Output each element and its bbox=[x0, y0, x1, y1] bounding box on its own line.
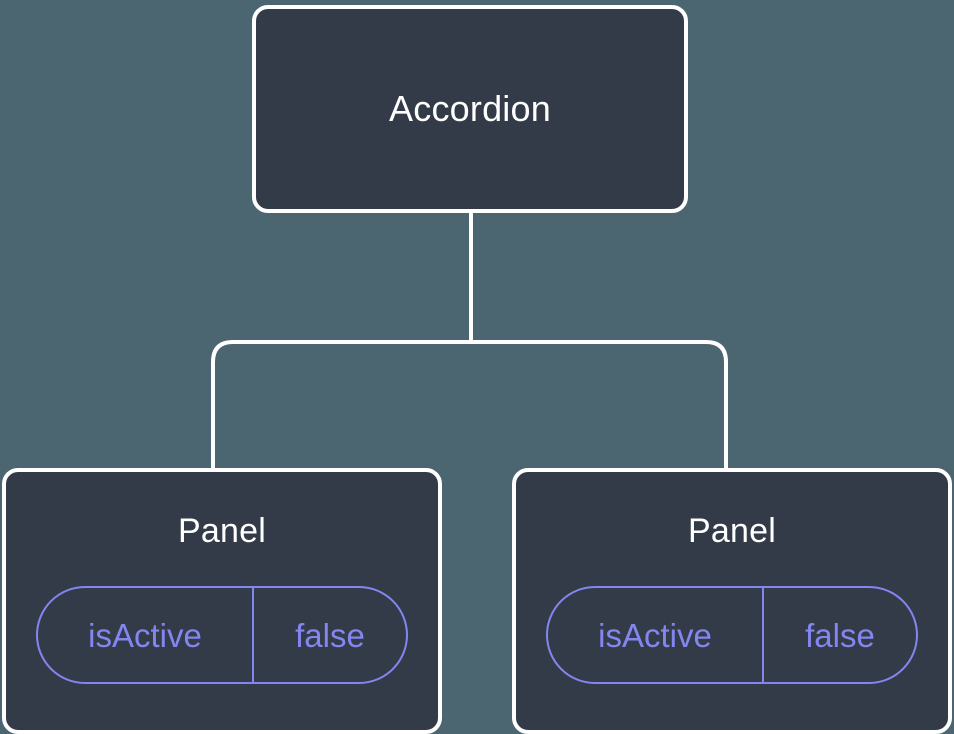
state-value-panel-2: false bbox=[805, 616, 875, 654]
state-value-panel-1: false bbox=[295, 616, 365, 654]
state-key-panel-1: isActive bbox=[38, 588, 254, 682]
node-panel-2-label: Panel bbox=[688, 512, 776, 550]
edge-split-bar bbox=[211, 340, 728, 470]
state-badge-panel-2[interactable]: isActive false bbox=[546, 586, 918, 684]
node-accordion-label: Accordion bbox=[389, 88, 551, 129]
node-panel-2[interactable]: Panel isActive false bbox=[512, 468, 952, 734]
node-panel-1[interactable]: Panel isActive false bbox=[2, 468, 442, 734]
state-badge-panel-1[interactable]: isActive false bbox=[36, 586, 408, 684]
state-key-panel-2: isActive bbox=[548, 588, 764, 682]
node-panel-1-label: Panel bbox=[178, 512, 266, 550]
node-accordion[interactable]: Accordion bbox=[252, 5, 688, 213]
